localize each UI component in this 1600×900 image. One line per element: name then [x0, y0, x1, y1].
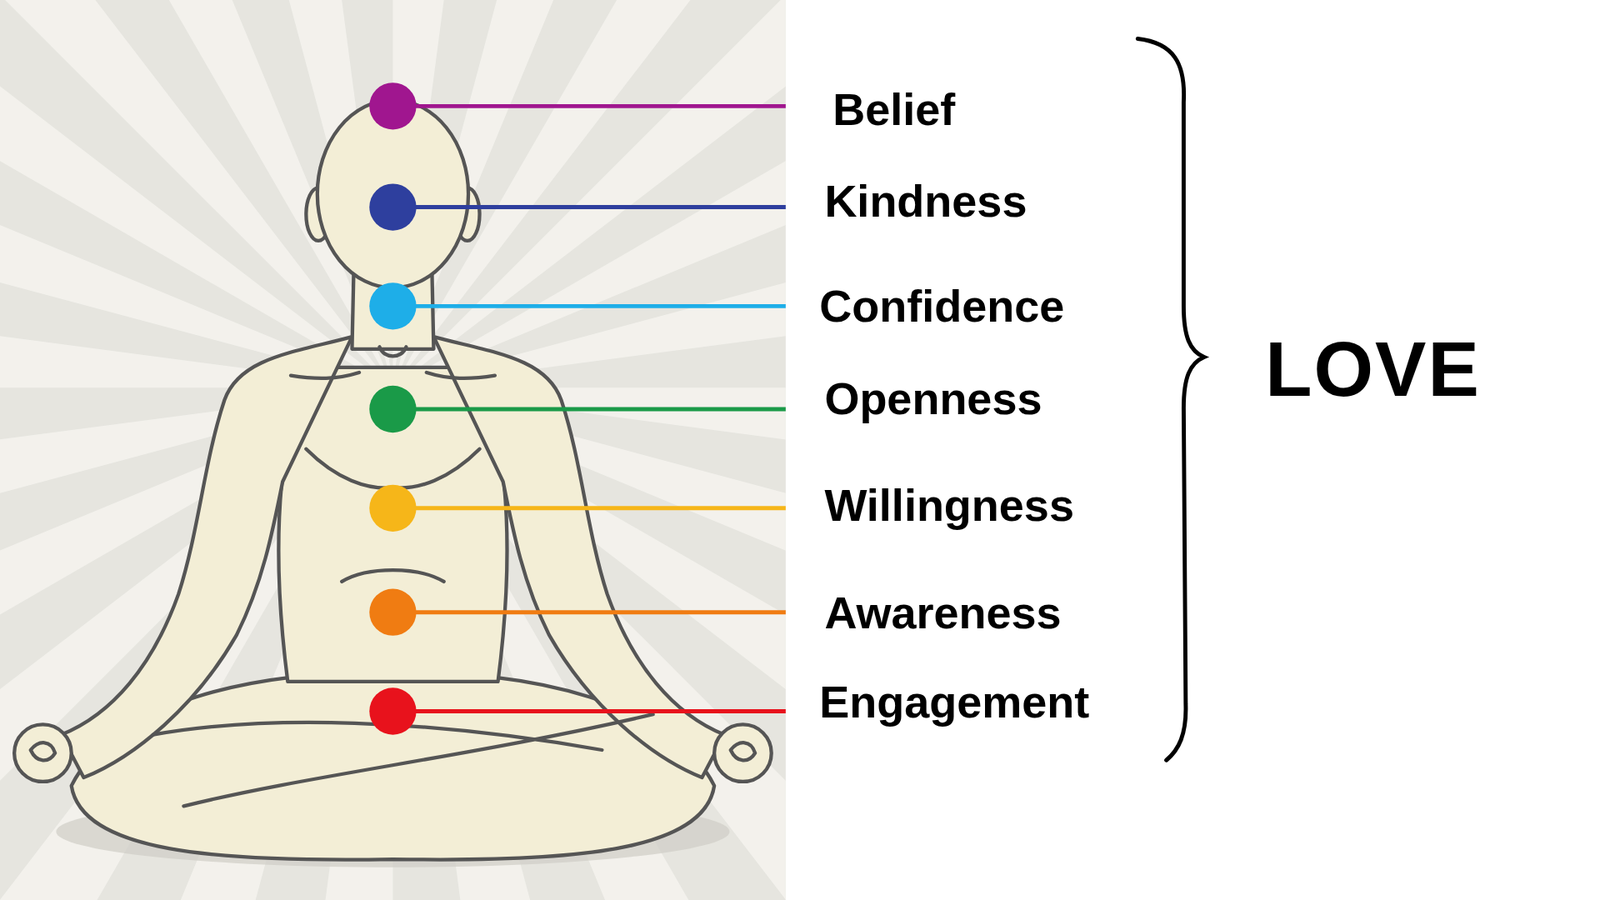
finger-circles: [30, 742, 755, 760]
chakra-dot: [369, 687, 416, 735]
leader-line: [392, 104, 785, 109]
chakra-dot: [369, 589, 416, 636]
light-rays: [0, 0, 786, 900]
chakra-points: [369, 82, 786, 735]
leader-line: [392, 610, 785, 615]
chakra-dot: [369, 385, 416, 433]
left-arm: [60, 336, 352, 778]
summary-word: LOVE: [1265, 330, 1480, 408]
quality-label: Engagement: [819, 679, 1090, 725]
leader-line: [392, 505, 785, 510]
right-hand: [714, 724, 772, 782]
quality-label: Openness: [824, 375, 1042, 421]
leader-line: [392, 304, 785, 309]
leader-line: [392, 709, 785, 714]
meditating-figure: [14, 100, 772, 860]
leader-line: [392, 407, 785, 412]
chakra-dot: [369, 485, 416, 532]
body-contours: [290, 346, 495, 582]
left-hand: [14, 724, 72, 782]
quality-label: Awareness: [824, 590, 1061, 635]
chakra-dot: [369, 183, 416, 230]
chakra-dot: [369, 282, 416, 330]
leader-line: [392, 205, 785, 210]
quality-label: Belief: [832, 86, 955, 132]
quality-label: Kindness: [824, 178, 1027, 224]
chakra-dot: [369, 82, 416, 130]
quality-label: Willingness: [824, 482, 1075, 528]
quality-label: Confidence: [819, 283, 1065, 329]
curly-brace: [1137, 39, 1205, 761]
